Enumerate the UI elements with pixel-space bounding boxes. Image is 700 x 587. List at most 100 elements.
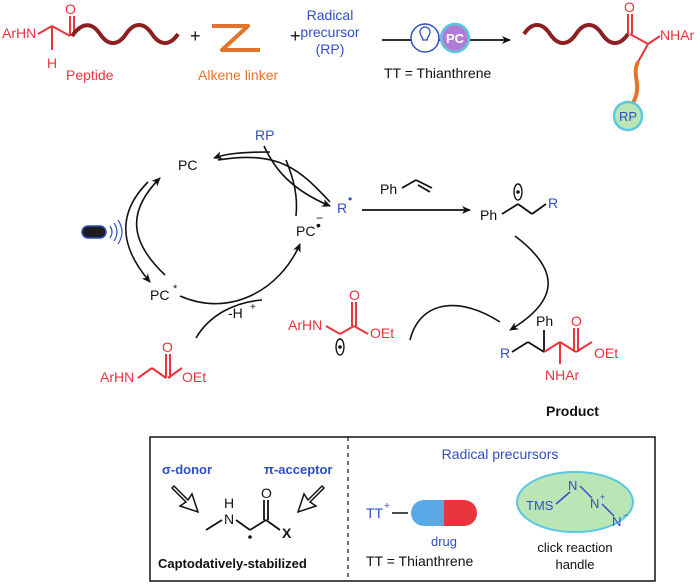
tt-plus-charge: + xyxy=(384,501,390,512)
click-label-line2: handle xyxy=(555,557,594,572)
bond xyxy=(501,203,519,215)
rp-label-line1: Radical xyxy=(307,7,354,23)
captodative-label: Captodatively-stabilized xyxy=(158,556,307,571)
arrow-pcstar-to-pc xyxy=(135,177,166,276)
nh-n: N xyxy=(224,511,234,527)
acceptor-arrow-icon xyxy=(296,484,326,514)
styrene-bond xyxy=(415,179,433,189)
bond xyxy=(647,35,661,45)
radical-arhn: ArHN xyxy=(288,317,322,333)
peptide-label: Peptide xyxy=(66,67,114,83)
cycle-pc-excited: PC xyxy=(150,287,169,303)
arc-pc-to-r xyxy=(217,156,331,203)
azide-n1: N xyxy=(568,478,577,493)
nh-h: H xyxy=(224,495,234,511)
pc-label: PC xyxy=(446,31,465,46)
product-rp-label: RP xyxy=(619,109,637,124)
bond xyxy=(511,341,529,353)
bond xyxy=(325,325,341,335)
benzyl-ph: Ph xyxy=(480,207,497,223)
p-orbital-icon xyxy=(335,338,345,356)
light-bulb-icon xyxy=(410,23,440,53)
bond xyxy=(205,519,223,531)
bond xyxy=(543,341,561,353)
arrow-rp-to-r xyxy=(263,145,331,207)
azide-minus: − xyxy=(623,510,628,520)
styrene-ph: Ph xyxy=(380,181,397,197)
bond xyxy=(579,485,593,499)
alkene-linker-label: Alkene linker xyxy=(198,67,278,83)
photocatalyst-icon xyxy=(439,22,471,54)
azide-n2: N xyxy=(590,496,599,511)
rp-label-line2: precursor xyxy=(300,24,359,40)
excited-star: * xyxy=(173,283,178,295)
bond xyxy=(265,519,281,531)
arc-radical-to-product xyxy=(409,304,501,341)
bond xyxy=(555,491,571,505)
rp-label-line3: (RP) xyxy=(316,41,345,57)
bulb-glyph xyxy=(419,26,431,41)
glycine-oet: OEt xyxy=(182,369,206,385)
radical-o: O xyxy=(349,287,360,303)
drug-capsule-left xyxy=(411,500,444,526)
bond xyxy=(151,367,167,379)
glycine-entry-arc xyxy=(195,299,263,339)
cycle-rp: RP xyxy=(255,127,274,143)
bond xyxy=(137,367,153,379)
bond xyxy=(249,519,267,531)
benzyl-r: R xyxy=(548,195,558,211)
o-label: O xyxy=(65,1,76,17)
glycine-o: O xyxy=(162,339,173,355)
glycine-arhn: ArHN xyxy=(100,369,134,385)
bond xyxy=(37,25,53,35)
product-o: O xyxy=(624,0,635,15)
donor-arrow-icon xyxy=(170,484,200,514)
bond xyxy=(575,341,593,353)
tt-definition-bottom: TT = Thianthrene xyxy=(366,553,473,569)
product-r: R xyxy=(500,345,510,361)
click-label-line1: click reaction xyxy=(537,540,612,555)
minus-sign: − xyxy=(316,211,323,225)
radical-dot xyxy=(338,345,342,349)
product-label: Product xyxy=(546,403,599,419)
styrene-bond xyxy=(401,179,417,189)
product-nhar: NHAr xyxy=(545,367,580,383)
drug-capsule-right xyxy=(444,500,477,526)
bottom-panel: σ-donor π-acceptor H N O X Captodatively… xyxy=(149,436,656,582)
h-plus-sign: + xyxy=(250,302,256,313)
bond xyxy=(339,325,355,335)
cycle-pc-reduced: PC xyxy=(296,223,315,239)
sigma-donor-label: σ-donor xyxy=(162,462,212,477)
pc-side-arc xyxy=(285,159,298,217)
top-row: ArHN H O Peptide + Alkene linker + Radic… xyxy=(2,0,695,132)
tms-label: TMS xyxy=(526,498,554,513)
minus-h-label: -H xyxy=(228,305,243,321)
radical-oet: OEt xyxy=(370,325,394,341)
drug-label: drug xyxy=(431,534,457,549)
product-oet: OEt xyxy=(594,345,618,361)
product-rp-badge xyxy=(612,100,644,132)
light-source-icon xyxy=(81,225,107,239)
click-handle-badge xyxy=(516,471,634,533)
carbonyl-o: O xyxy=(261,485,272,501)
styrene-double-bond xyxy=(417,184,431,193)
r-radical-dot: • xyxy=(348,192,352,206)
bond xyxy=(629,33,649,45)
bond xyxy=(353,325,369,335)
bond xyxy=(235,519,251,531)
product-o: O xyxy=(571,313,582,329)
catalytic-cycle: RP PC PC − • PC * R • -H + Ph Ph xyxy=(81,127,618,419)
tt-definition: TT = Thianthrene xyxy=(384,65,491,81)
azide-plus: + xyxy=(600,492,605,502)
bond xyxy=(637,43,649,63)
bond xyxy=(601,503,615,517)
arrow-pcstar-to-pcminus xyxy=(179,243,301,305)
plus-sign: + xyxy=(290,26,301,46)
bond xyxy=(167,367,183,379)
radical-dot xyxy=(248,535,252,539)
arrow-pc-to-pcstar xyxy=(124,181,151,283)
h-label: H xyxy=(47,55,57,71)
arrow-benzyl-to-product xyxy=(509,235,549,331)
bond xyxy=(527,341,545,353)
